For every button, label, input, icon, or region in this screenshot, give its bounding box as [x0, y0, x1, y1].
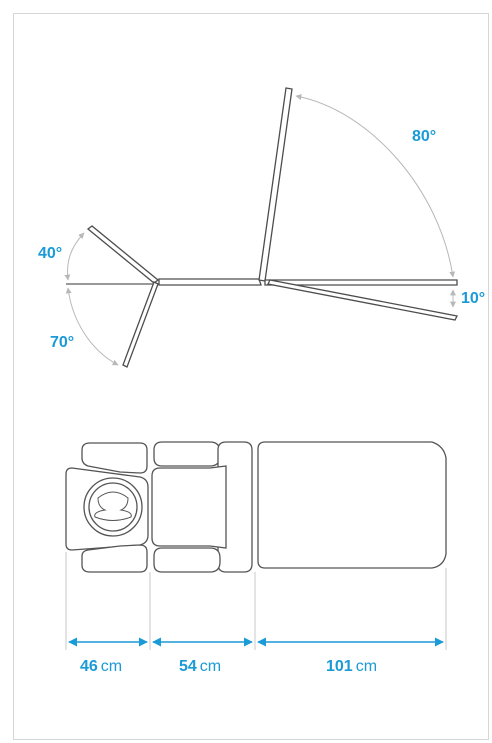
top-view: [65, 441, 447, 573]
dimension-body-unit: cm: [355, 658, 378, 675]
body-pad: [257, 441, 447, 569]
backrest-up: [258, 87, 293, 282]
angle-label-80: 80°: [412, 128, 437, 145]
arc-80: [295, 94, 456, 278]
mid-top-armrest: [153, 441, 221, 467]
head-section-down: [122, 281, 159, 368]
face-cradle-icon: [83, 477, 143, 537]
mid-bottom-armrest: [153, 547, 221, 573]
dimension-middle-value: 54: [179, 658, 197, 675]
head-top-armrest: [81, 442, 148, 474]
backrest-flat: [264, 279, 458, 286]
arc-70: [65, 287, 119, 366]
side-view: [66, 87, 458, 368]
arc-40: [64, 232, 85, 281]
head-bottom-armrest: [81, 544, 148, 573]
angle-label-40: 40°: [38, 245, 63, 262]
head-section-up: [86, 225, 160, 284]
angle-label-70: 70°: [50, 334, 75, 351]
dimension-head-value: 46: [80, 658, 98, 675]
dimension-body-value: 101: [326, 658, 353, 675]
angle-label-10: 10°: [461, 290, 486, 307]
mid-pad: [151, 465, 227, 549]
dimension-middle-unit: cm: [199, 658, 222, 675]
dimension-head-unit: cm: [100, 658, 123, 675]
backrest-down: [267, 279, 458, 321]
seat-section: [158, 278, 262, 286]
